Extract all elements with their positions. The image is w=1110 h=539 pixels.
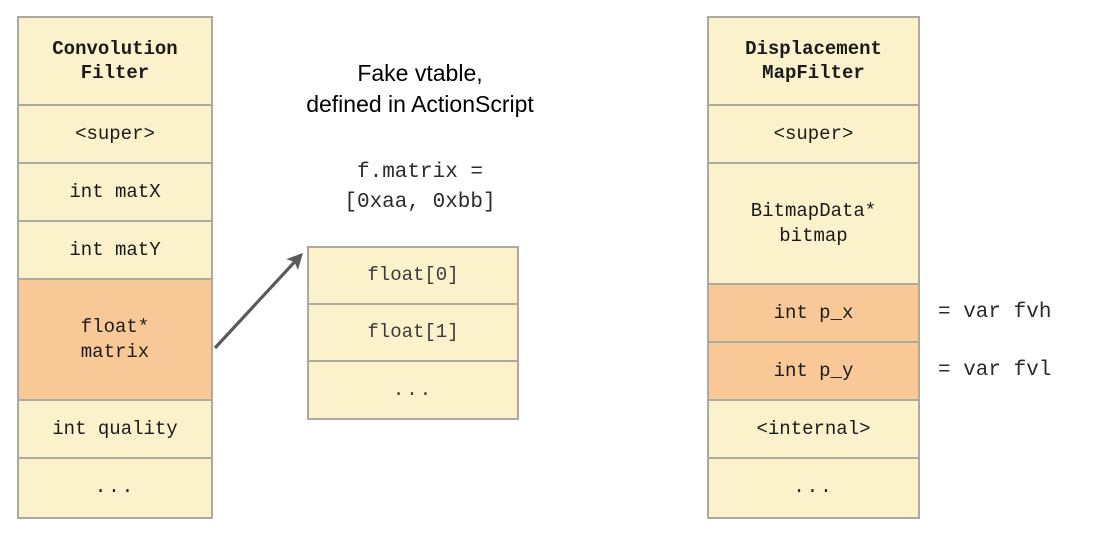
float-array-row-0: float[0] (309, 248, 517, 305)
displacement-map-filter-row-super: <super> (709, 106, 918, 164)
displacement-map-filter-row-py: int p_y (709, 343, 918, 401)
convolution-filter-header: Convolution Filter (19, 18, 211, 106)
annotation-px-equals-fvh: = var fvh (938, 301, 1052, 324)
fake-vtable-caption: Fake vtable, defined in ActionScript (306, 60, 534, 118)
float-array-row-ellipsis: ... (309, 362, 517, 418)
matrix-assignment-code: f.matrix = [0xaa, 0xbb] (344, 161, 496, 215)
convolution-filter-row-super: <super> (19, 106, 211, 164)
displacement-map-filter-header: Displacement MapFilter (709, 18, 918, 106)
displacement-map-filter-row-bitmap: BitmapData* bitmap (709, 164, 918, 285)
displacement-map-filter-struct: Displacement MapFilter <super> BitmapDat… (707, 16, 920, 519)
displacement-map-filter-row-px: int p_x (709, 285, 918, 343)
float-array-struct: float[0] float[1] ... (307, 246, 519, 420)
convolution-filter-row-matx: int matX (19, 164, 211, 222)
float-array-row-1: float[1] (309, 305, 517, 362)
convolution-filter-row-matrix: float* matrix (19, 280, 211, 401)
displacement-map-filter-row-internal: <internal> (709, 401, 918, 459)
convolution-filter-struct: Convolution Filter <super> int matX int … (17, 16, 213, 519)
annotation-py-equals-fvl: = var fvl (938, 359, 1052, 382)
convolution-filter-row-quality: int quality (19, 401, 211, 459)
displacement-map-filter-row-ellipsis: ... (709, 459, 918, 515)
convolution-filter-row-ellipsis: ... (19, 459, 211, 515)
convolution-filter-row-maty: int matY (19, 222, 211, 280)
